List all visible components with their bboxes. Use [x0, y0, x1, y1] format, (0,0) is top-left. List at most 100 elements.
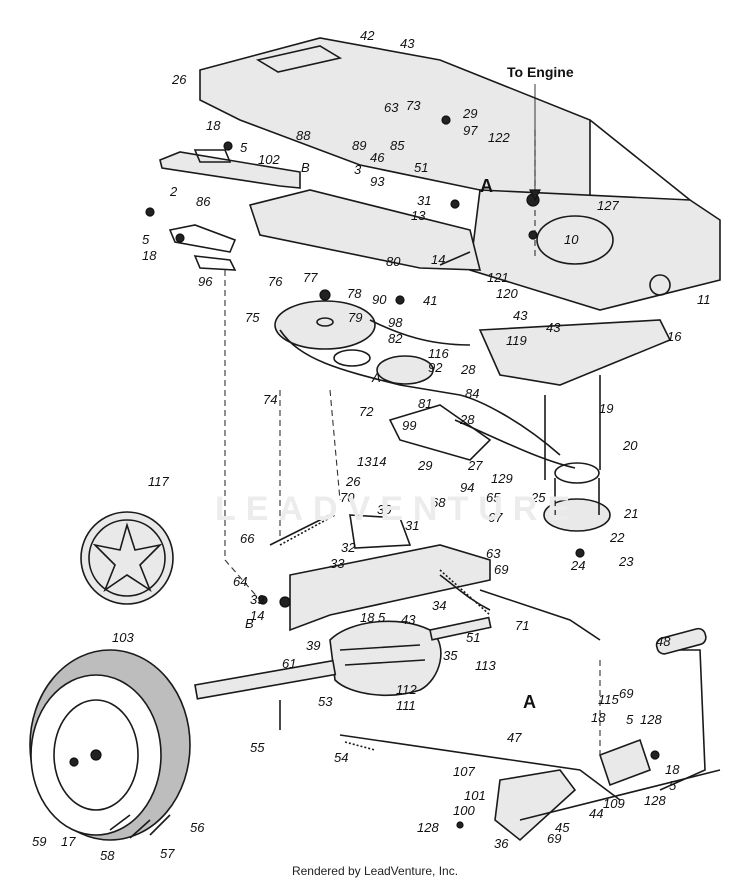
- callout-label: 43: [513, 308, 528, 323]
- callout-label: 35: [443, 648, 458, 663]
- callout-label: 43: [401, 612, 416, 627]
- callouts: 42 43 26 88 73 63 29 97 89 85 46 51 122 …: [32, 28, 711, 863]
- section-marker-a: A: [371, 370, 381, 385]
- callout-label: 32: [341, 540, 356, 555]
- callout-label: 92: [428, 360, 443, 375]
- callout-label: 5: [240, 140, 248, 155]
- callout-label: 28: [460, 362, 476, 377]
- callout-label: 46: [370, 150, 385, 165]
- callout-label: 10: [564, 232, 579, 247]
- callout-label: 81: [418, 396, 432, 411]
- callout-label: 96: [198, 274, 213, 289]
- callout-label: 74: [263, 392, 277, 407]
- left-bracket: [159, 149, 301, 271]
- callout-label: 113: [475, 658, 496, 673]
- callout-label: 2: [169, 184, 178, 199]
- mid-bracket: [388, 319, 672, 480]
- callout-label: 71: [515, 618, 529, 633]
- callout-label: 100: [453, 803, 475, 818]
- frame-top-deck: [199, 37, 721, 311]
- callout-label: 55: [250, 740, 265, 755]
- callout-label: 25: [530, 490, 546, 505]
- transaxle-frame: [269, 514, 491, 632]
- transaxle: [194, 616, 492, 700]
- footrest-plate: [248, 189, 482, 271]
- callout-label: 36: [494, 836, 509, 851]
- callout-label: 53: [318, 694, 333, 709]
- callout-label: 41: [423, 293, 437, 308]
- footer-credit: Rendered by LeadVenture, Inc.: [291, 864, 459, 878]
- callout-label: 39: [250, 592, 264, 607]
- callout-label: 111: [396, 698, 416, 713]
- callout-label: 63: [486, 546, 501, 561]
- callout-label: 64: [233, 574, 247, 589]
- callout-label: 5: [142, 232, 150, 247]
- callout-label: 5: [626, 712, 634, 727]
- callout-label: 73: [406, 98, 421, 113]
- to-engine-label: To Engine: [507, 64, 574, 80]
- callout-label: 98: [388, 315, 403, 330]
- section-marker-a: A: [523, 692, 536, 712]
- shift-lever: [339, 627, 721, 842]
- callout-label: 89: [352, 138, 366, 153]
- callout-label: 85: [390, 138, 405, 153]
- pulleys-belt: [274, 300, 611, 532]
- callout-label: 86: [196, 194, 211, 209]
- callout-label: 21: [623, 506, 638, 521]
- callout-label: 63: [384, 100, 399, 115]
- callout-label: 5: [669, 778, 677, 793]
- callout-label: 72: [359, 404, 374, 419]
- callout-label: 27: [467, 458, 483, 473]
- callout-label: 116: [428, 346, 449, 361]
- callout-label: 84: [465, 386, 479, 401]
- callout-label: 61: [282, 656, 296, 671]
- callout-label: 69: [547, 831, 561, 846]
- engine-arrow: [529, 84, 541, 202]
- callout-label: 14: [431, 252, 445, 267]
- callout-label: 45: [555, 820, 570, 835]
- rear-tire: [29, 649, 191, 841]
- callout-label: 121: [487, 270, 509, 285]
- callout-label: 18: [591, 710, 606, 725]
- callout-label: 29: [462, 106, 477, 121]
- callout-label: 26: [171, 72, 187, 87]
- callout-label: 65: [486, 490, 501, 505]
- callout-label: 75: [245, 310, 260, 325]
- callout-label: 67: [488, 510, 503, 525]
- callout-label: 115: [598, 692, 619, 707]
- callout-label: 102: [258, 152, 280, 167]
- callout-label: 29: [417, 458, 432, 473]
- section-markers: A A A B B: [245, 160, 536, 712]
- callout-label: 94: [460, 480, 474, 495]
- callout-label: 5: [378, 610, 386, 625]
- callout-label: 127: [597, 198, 619, 213]
- callout-label: 90: [372, 292, 387, 307]
- callout-label: 48: [656, 634, 671, 649]
- callout-label: 70: [340, 490, 355, 505]
- callout-label: 51: [466, 630, 480, 645]
- callout-label: 69: [494, 562, 508, 577]
- callout-label: 119: [506, 333, 527, 348]
- callout-label: 18: [142, 248, 157, 263]
- watermark: LEADVENTURE: [215, 490, 581, 528]
- wheel-cover: [80, 511, 174, 605]
- callout-label: 23: [618, 554, 634, 569]
- callout-label: 39: [306, 638, 320, 653]
- callout-label: 58: [100, 848, 115, 863]
- callout-label: 14: [250, 608, 264, 623]
- callout-label: 117: [148, 474, 169, 489]
- callout-label: 59: [32, 834, 46, 849]
- callout-label: 128: [417, 820, 439, 835]
- callout-label: 129: [491, 471, 513, 486]
- callout-label: 79: [348, 310, 362, 325]
- callout-label: 43: [546, 320, 561, 335]
- callout-label: 56: [190, 820, 205, 835]
- rods-springs: [279, 514, 601, 751]
- callout-label: 17: [61, 834, 76, 849]
- callout-label: 18: [665, 762, 680, 777]
- section-marker-a: A: [480, 176, 493, 196]
- callout-label: 80: [386, 254, 401, 269]
- callout-label: 101: [464, 788, 486, 803]
- callout-label: 122: [488, 130, 510, 145]
